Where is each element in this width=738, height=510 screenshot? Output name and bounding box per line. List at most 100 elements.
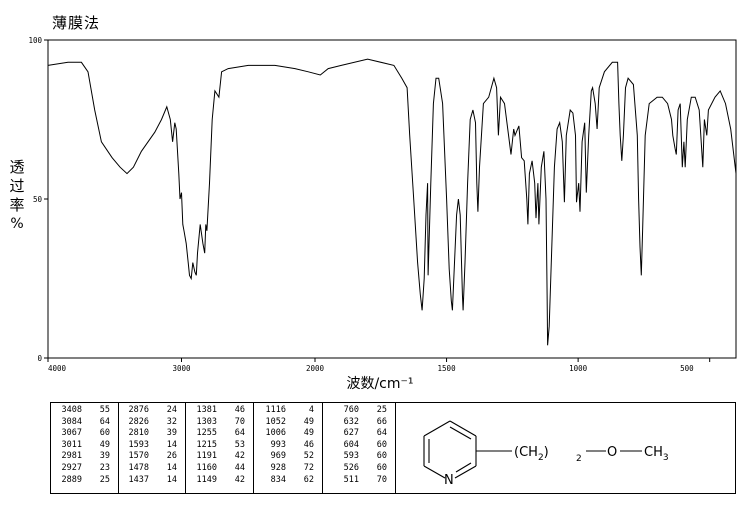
peak-transmittance: 60 bbox=[376, 451, 387, 462]
peak-transmittance: 44 bbox=[234, 462, 245, 473]
peak-transmittance: 70 bbox=[376, 474, 387, 485]
y-axis-label: 透 过 率 % bbox=[6, 158, 28, 234]
peak-wavenumber: 1478 bbox=[128, 462, 149, 473]
ring-bond bbox=[423, 465, 446, 479]
ring-bond bbox=[449, 420, 477, 437]
peak-transmittance: 64 bbox=[234, 428, 245, 439]
peak-wavenumber: 526 bbox=[343, 462, 359, 473]
peak-row: 526 60 bbox=[323, 463, 395, 475]
peak-row: 3067 60 bbox=[51, 428, 118, 440]
structure-diagram: N (CH2) 2 O CH3 bbox=[423, 420, 669, 488]
peak-row: 834 62 bbox=[254, 475, 322, 487]
series-line bbox=[47, 58, 737, 346]
peak-wavenumber: 3084 bbox=[61, 416, 82, 427]
ring-bond bbox=[423, 420, 451, 437]
peak-transmittance: 46 bbox=[234, 405, 245, 415]
methyl-group: CH3 bbox=[644, 445, 669, 463]
peak-wavenumber: 1149 bbox=[196, 474, 217, 485]
peak-wavenumber: 1303 bbox=[196, 416, 217, 427]
peak-wavenumber: 511 bbox=[343, 474, 359, 485]
x-tick-label: 1000 bbox=[569, 364, 588, 373]
peak-transmittance: 62 bbox=[303, 474, 314, 485]
peak-transmittance: 26 bbox=[166, 451, 177, 462]
peak-row: 511 70 bbox=[323, 475, 395, 487]
peak-wavenumber: 2981 bbox=[61, 451, 82, 462]
structure-box: N (CH2) 2 O CH3 bbox=[395, 402, 736, 494]
peak-row: 1149 42 bbox=[186, 475, 253, 487]
page-title: 薄膜法 bbox=[52, 14, 101, 32]
y-tick-label: 100 bbox=[28, 36, 42, 45]
peak-wavenumber: 760 bbox=[343, 405, 359, 415]
y-axis-label-char: 过 bbox=[9, 177, 25, 195]
peak-transmittance: 14 bbox=[166, 462, 177, 473]
peak-wavenumber: 1593 bbox=[128, 439, 149, 450]
peak-wavenumber: 1381 bbox=[196, 405, 217, 415]
peak-row: 1381 46 bbox=[186, 405, 253, 417]
peak-transmittance: 25 bbox=[99, 474, 110, 485]
peak-wavenumber: 1052 bbox=[265, 416, 286, 427]
peak-transmittance: 14 bbox=[166, 439, 177, 450]
oxygen-atom: O bbox=[607, 445, 617, 460]
peak-transmittance: 52 bbox=[303, 451, 314, 462]
peak-transmittance: 23 bbox=[99, 462, 110, 473]
peak-transmittance: 60 bbox=[99, 428, 110, 439]
peak-wavenumber: 1006 bbox=[265, 428, 286, 439]
y-tick-label: 0 bbox=[37, 354, 42, 363]
peak-wavenumber: 3067 bbox=[61, 428, 82, 439]
peak-wavenumber: 993 bbox=[270, 439, 286, 450]
peak-transmittance: 42 bbox=[234, 451, 245, 462]
peak-wavenumber: 928 bbox=[270, 462, 286, 473]
x-tick-label: 2000 bbox=[306, 364, 325, 373]
peak-wavenumber: 2927 bbox=[61, 462, 82, 473]
peak-transmittance: 60 bbox=[376, 462, 387, 473]
ring-bond bbox=[454, 465, 477, 479]
peak-row: 1478 14 bbox=[119, 463, 185, 475]
peak-row: 928 72 bbox=[254, 463, 322, 475]
peak-transmittance: 53 bbox=[234, 439, 245, 450]
peak-transmittance: 72 bbox=[303, 462, 314, 473]
peak-row: 1052 49 bbox=[254, 417, 322, 429]
peak-wavenumber: 3408 bbox=[61, 405, 82, 415]
peak-wavenumber: 2810 bbox=[128, 428, 149, 439]
peak-wavenumber: 834 bbox=[270, 474, 286, 485]
peak-row: 969 52 bbox=[254, 451, 322, 463]
peak-transmittance: 42 bbox=[234, 474, 245, 485]
peak-transmittance: 66 bbox=[376, 416, 387, 427]
x-tick-label: 500 bbox=[680, 364, 694, 373]
peak-row: 1593 14 bbox=[119, 440, 185, 452]
x-tick-label: 4000 bbox=[48, 364, 67, 373]
peak-transmittance: 64 bbox=[376, 428, 387, 439]
peak-transmittance: 49 bbox=[303, 416, 314, 427]
ring-double-bond bbox=[449, 426, 472, 440]
peak-row: 2927 23 bbox=[51, 463, 118, 475]
peak-wavenumber: 3011 bbox=[61, 439, 82, 450]
pyridine-ring bbox=[423, 420, 642, 479]
chain-repeat-count: 2 bbox=[576, 454, 582, 464]
ring-double-bond bbox=[455, 462, 472, 473]
peak-transmittance: 70 bbox=[234, 416, 245, 427]
chain-group: (CH2) bbox=[514, 445, 549, 463]
peak-wavenumber: 969 bbox=[270, 451, 286, 462]
peak-transmittance: 46 bbox=[303, 439, 314, 450]
peak-row: 1303 70 bbox=[186, 417, 253, 429]
